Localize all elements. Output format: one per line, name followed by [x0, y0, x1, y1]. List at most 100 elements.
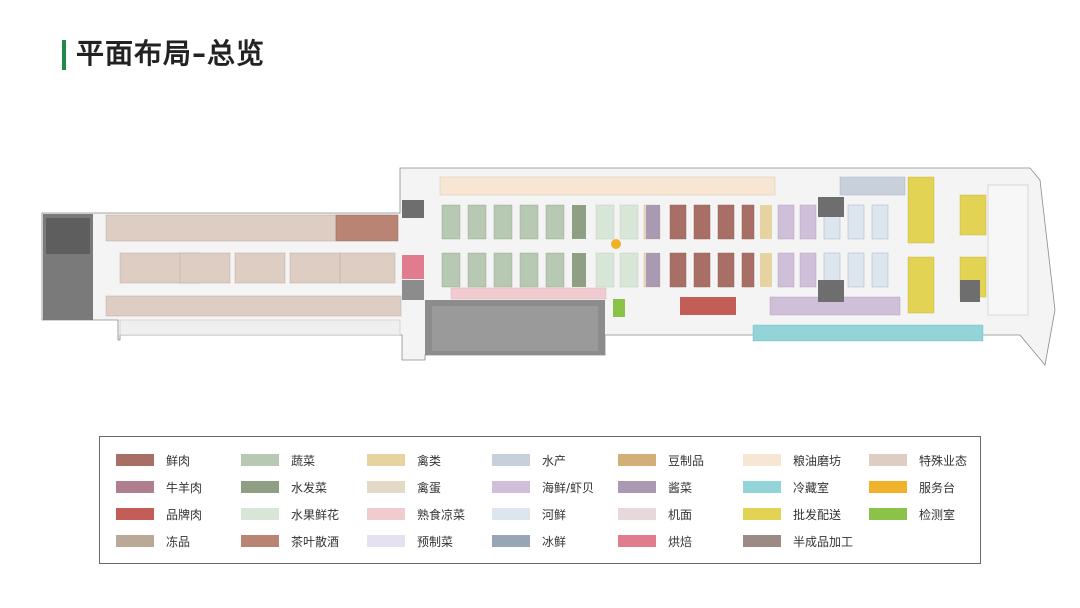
legend-item: 机面	[618, 506, 692, 522]
plan-island-soaked-1	[572, 205, 586, 239]
plan-island-veg-8	[493, 252, 513, 288]
plan-island-veg-4	[519, 204, 539, 240]
legend-label: 检测室	[919, 507, 956, 522]
legend-swatch	[116, 508, 154, 520]
legend-item: 酱菜	[618, 479, 692, 495]
legend-label: 冻品	[166, 534, 191, 549]
plan-island-seafood-3	[777, 252, 795, 288]
plan-zone-bakery	[402, 255, 424, 279]
plan-island-fruit-2	[619, 204, 639, 240]
legend-swatch	[492, 481, 530, 493]
legend-item: 水产	[492, 452, 566, 468]
plan-island-veg-10	[545, 252, 565, 288]
legend-swatch	[367, 508, 405, 520]
legend-label: 冷藏室	[793, 480, 830, 495]
plan-zone-deli	[450, 287, 607, 300]
legend-item: 茶叶散酒	[241, 533, 339, 549]
legend-label: 牛羊肉	[166, 480, 203, 495]
legend-item: 河鲜	[492, 506, 566, 522]
legend-swatch	[743, 535, 781, 547]
legend-swatch	[241, 508, 279, 520]
plan-island-pickle-1	[646, 205, 660, 239]
plan-service-desk	[611, 239, 621, 249]
plan-island-soaked-2	[572, 253, 586, 287]
legend-item: 冻品	[116, 533, 190, 549]
plan-zone-special-mid4	[289, 252, 341, 284]
legend-item: 鲜肉	[116, 452, 190, 468]
legend-item: 检测室	[869, 506, 955, 522]
legend-item: 禽蛋	[367, 479, 441, 495]
legend-swatch	[618, 454, 656, 466]
plan-island-veg-2	[467, 204, 487, 240]
plan-core-2	[818, 197, 844, 217]
legend-label: 机面	[668, 507, 693, 522]
legend-item: 水发菜	[241, 479, 327, 495]
plan-zone-grain-top	[439, 176, 776, 196]
legend-swatch	[869, 508, 907, 520]
plan-island-poultry-2	[760, 253, 772, 287]
legend-label: 特殊业态	[919, 453, 968, 468]
legend-swatch	[241, 535, 279, 547]
legend-item: 预制菜	[367, 533, 453, 549]
plan-island-veg-6	[441, 252, 461, 288]
legend-label: 半成品加工	[793, 534, 854, 549]
legend-item: 禽类	[367, 452, 441, 468]
plan-zone-wholesale-1	[907, 176, 935, 244]
plan-zone-wholesale-3	[959, 194, 987, 236]
legend-label: 冰鲜	[542, 534, 567, 549]
plan-island-pickle-2	[646, 253, 660, 287]
plan-island-meat-5	[669, 252, 687, 288]
plan-zone-loading-inner	[432, 306, 598, 351]
plan-zone-frozen-connector	[402, 280, 424, 300]
plan-island-meat-4	[741, 204, 755, 240]
legend-swatch	[743, 454, 781, 466]
legend-swatch	[492, 508, 530, 520]
plan-zone-special-mid5	[339, 252, 396, 284]
title-accent-bar	[62, 40, 66, 70]
legend-label: 河鲜	[542, 507, 567, 522]
legend-swatch	[116, 481, 154, 493]
legend-item: 蔬菜	[241, 452, 315, 468]
legend-label: 粮油磨坊	[793, 453, 842, 468]
legend-label: 水果鲜花	[291, 507, 340, 522]
plan-zone-tea-top	[335, 214, 399, 242]
legend-box: 鲜肉 蔬菜 禽类 水产 豆制品 粮油磨坊 特殊业态牛羊肉 水发菜 禽蛋 海鲜/虾贝 酱菜 冷藏室 服务台…	[99, 436, 981, 564]
plan-zone-special-top	[105, 214, 337, 242]
plan-zone-testing	[613, 299, 625, 317]
legend-swatch	[618, 508, 656, 520]
legend-item: 批发配送	[743, 506, 841, 522]
legend-label: 服务台	[919, 480, 956, 495]
legend-item: 粮油磨坊	[743, 452, 841, 468]
legend-swatch	[241, 481, 279, 493]
plan-island-fruit-1	[595, 204, 615, 240]
plan-island-veg-1	[441, 204, 461, 240]
plan-island-meat-6	[693, 252, 711, 288]
plan-island-seafood-4	[799, 252, 817, 288]
legend-label: 禽蛋	[417, 480, 442, 495]
legend-label: 水发菜	[291, 480, 328, 495]
legend-item: 品牌肉	[116, 506, 202, 522]
legend-label: 茶叶散酒	[291, 534, 340, 549]
plan-core-3	[818, 280, 844, 302]
plan-zone-aquatic-top	[839, 176, 906, 196]
plan-island-veg-5	[545, 204, 565, 240]
plan-zone-brand-meat	[680, 297, 736, 315]
plan-core-4	[960, 280, 980, 302]
plan-island-veg-9	[519, 252, 539, 288]
plan-island-seafood-1	[777, 204, 795, 240]
legend-label: 豆制品	[668, 453, 705, 468]
legend-label: 海鲜/虾贝	[542, 480, 595, 495]
plan-zone-special-bottom	[105, 295, 402, 317]
legend-item: 烘焙	[618, 533, 692, 549]
legend-item: 特殊业态	[869, 452, 967, 468]
plan-island-meat-2	[693, 204, 711, 240]
plan-zone-special-mid3	[234, 252, 286, 284]
legend-item: 服务台	[869, 479, 955, 495]
legend-swatch	[241, 454, 279, 466]
legend-item: 冷藏室	[743, 479, 829, 495]
plan-zone-cold-storage	[752, 324, 984, 342]
legend-swatch	[116, 535, 154, 547]
legend-swatch	[367, 454, 405, 466]
plan-island-fruit-4	[619, 252, 639, 288]
legend-item: 海鲜/虾贝	[492, 479, 594, 495]
